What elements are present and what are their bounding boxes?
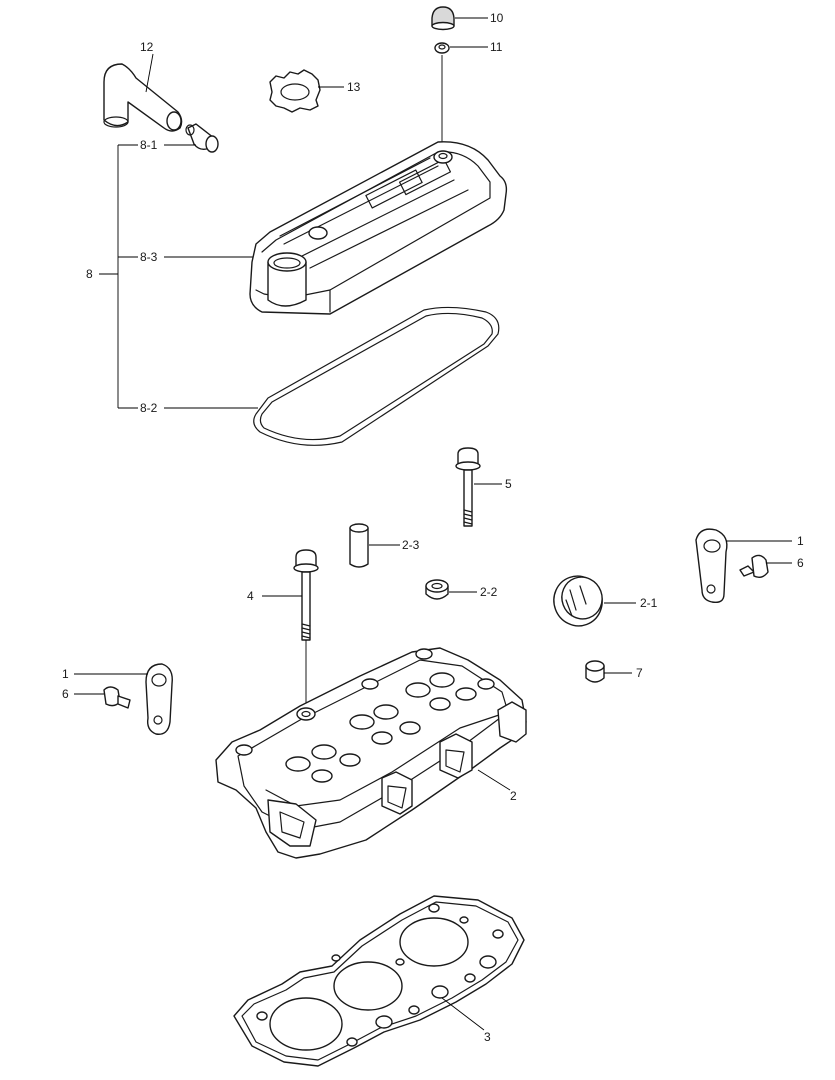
label-6-right: 6 [797,556,804,570]
part-7-plug [585,660,605,683]
label-8: 8 [86,267,93,281]
label-2-3: 2-3 [402,538,420,552]
label-8-2: 8-2 [140,401,158,415]
label-7: 7 [636,666,643,680]
label-1-left: 1 [62,667,69,681]
part-6-bolt-left [103,686,131,709]
label-11: 11 [490,40,503,54]
part-3-head-gasket [233,895,525,1067]
label-2: 2 [510,789,517,803]
bracket-8 [99,144,258,409]
leader-2 [477,769,511,791]
part-11-washer [434,42,450,54]
leader-12 [145,53,154,93]
label-13: 13 [347,80,361,94]
label-5: 5 [505,477,512,491]
part-8-3-rocker-cover [249,141,508,315]
label-4: 4 [247,589,254,603]
label-10: 10 [490,11,504,25]
label-6-left: 6 [62,687,69,701]
part-1-lifting-bracket-left [145,663,173,735]
part-13-oil-filler-cap [269,69,321,113]
label-8-3: 8-3 [140,250,158,264]
part-2-3-sleeve [349,523,369,568]
part-8-1-hose-fitting [185,123,219,153]
part-12-breather-hose [103,63,183,132]
part-10-cap-nut [431,6,455,31]
label-12: 12 [140,40,154,54]
label-8-1: 8-1 [140,138,158,152]
label-1-right: 1 [797,534,804,548]
part-4-head-bolt [293,549,319,641]
part-2-1-plug [553,575,603,627]
label-2-2: 2-2 [480,585,498,599]
part-5-bolt [455,447,481,527]
part-6-bolt-right [739,554,769,579]
leader-3 [441,997,485,1031]
label-2-1: 2-1 [640,596,658,610]
part-8-2-cover-gasket [253,306,500,446]
part-2-2-seal [425,579,449,600]
part-1-lifting-bracket-right [695,528,728,604]
label-3: 3 [484,1030,491,1044]
part-2-cylinder-head [215,647,527,859]
